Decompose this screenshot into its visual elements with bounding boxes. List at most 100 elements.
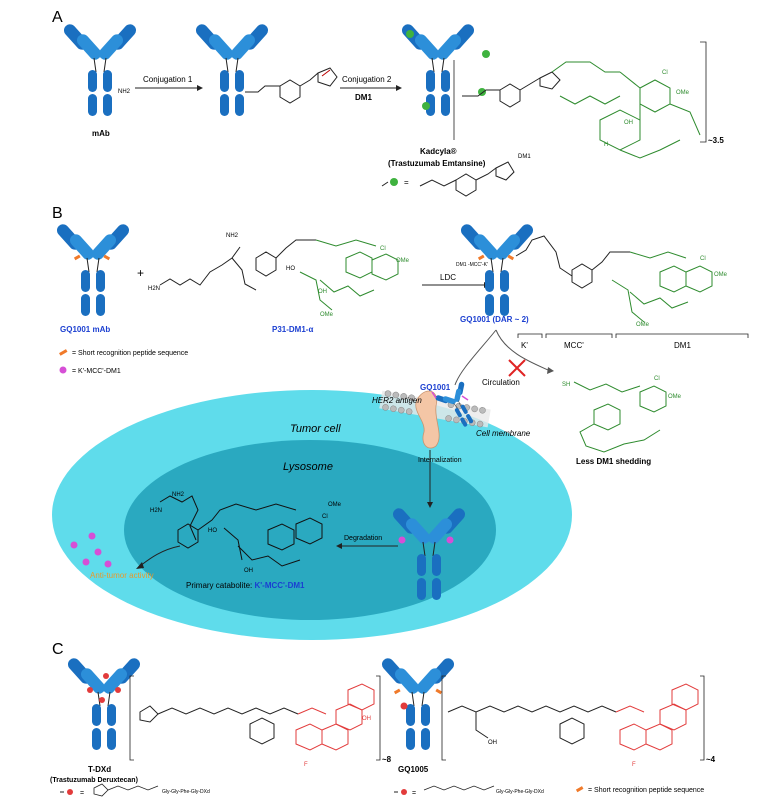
- released-catabolite-dot: [70, 541, 78, 549]
- dm1-payload-dot: [482, 50, 490, 58]
- panel-b-letter: B: [52, 205, 63, 222]
- cl-label: Cl: [700, 256, 706, 262]
- tdxd-structure: [139, 683, 375, 751]
- gq1001-label: GQ1001: [420, 383, 451, 392]
- legend-tdxd-peptide: Gly-Gly-Phe-Gly-DXd: [162, 789, 210, 795]
- oh-label-c: OH: [362, 716, 371, 722]
- lysosome: [124, 440, 496, 620]
- ome-label-3: OMe: [636, 322, 650, 328]
- gq1001-product-label: GQ1001 (DAR ~ 2): [460, 315, 529, 324]
- released-catabolite-dot: [88, 532, 96, 540]
- ome-label-4: OMe: [668, 394, 682, 400]
- ome-label: OMe: [714, 272, 728, 278]
- mcc-linker-structure: [245, 67, 338, 104]
- legend-equals: =: [404, 178, 409, 187]
- her2-label: HER2 antigen: [372, 396, 422, 405]
- ome-label-cat: OMe: [328, 502, 342, 508]
- nh2-label-cat: NH2: [172, 492, 185, 498]
- panel-c-letter: C: [52, 641, 64, 658]
- cl-label: Cl: [380, 246, 386, 252]
- legend-peptide-label: = Short recognition peptide sequence: [72, 350, 188, 357]
- gq1005-label: GQ1005: [398, 765, 429, 774]
- legend-gq1005-peptide: Gly-Gly-Phe-Gly-DXd: [496, 789, 544, 795]
- sh-label: SH: [562, 382, 570, 388]
- dar-gq1005: ~4: [706, 755, 716, 764]
- oh-label-cat: OH: [244, 568, 253, 574]
- oh-label-c2: OH: [488, 740, 497, 746]
- mab-antibody: [61, 21, 139, 117]
- h2n-label-cat: H2N: [150, 508, 162, 514]
- lysosome-label: Lysosome: [283, 461, 333, 473]
- conjugation-2-label: Conjugation 2: [342, 75, 392, 84]
- legend-c-peptide-icon: [575, 786, 584, 793]
- degradation-label: Degradation: [344, 535, 382, 542]
- catabolite-name: K'-MCC'-DM1: [254, 581, 305, 590]
- oh-label: OH: [318, 289, 327, 295]
- legend-linker-structure: [419, 161, 515, 197]
- legend-tdxd-icon: [67, 789, 73, 795]
- tumor-cell-label: Tumor cell: [290, 423, 341, 435]
- legend-peptide-icon: [59, 349, 68, 356]
- legend-gq1005-icon: [401, 789, 407, 795]
- p31-dm1-structure: [159, 239, 399, 311]
- legend-c-peptide-label: = Short recognition peptide sequence: [588, 787, 704, 794]
- cross-icon: [508, 359, 526, 377]
- ldc-label: LDC: [440, 273, 456, 282]
- internalization-label: Internalization: [418, 457, 462, 464]
- dar-kadcyla: ~3.5: [708, 136, 724, 145]
- kadcyla-subtitle: (Trastuzumab Emtansine): [388, 159, 486, 168]
- kadcyla-label: Kadcyla®: [420, 147, 457, 156]
- dm1-payload-dot: [406, 30, 414, 38]
- gq1005-antibody: [379, 655, 457, 751]
- gq1005-structure: [447, 683, 699, 751]
- released-catabolite-dot: [82, 558, 90, 566]
- segment-dm1: DM1: [674, 341, 691, 350]
- h-label: H: [604, 142, 608, 148]
- intermediate-antibody: [193, 21, 271, 117]
- released-catabolite-dot: [104, 560, 112, 568]
- legend-dm1-dot: [390, 178, 398, 186]
- oh-label: OH: [624, 120, 633, 126]
- gq1001-product-antibody: [458, 221, 536, 317]
- ome-label: OMe: [396, 258, 410, 264]
- f-label: F: [304, 762, 308, 768]
- tdxd-label: T-DXd: [88, 765, 111, 774]
- dm1-payload-dot: [422, 102, 430, 110]
- ome-label-2: OMe: [320, 312, 334, 318]
- her2-antigen: [415, 390, 440, 449]
- dm1-mcc-k-small-label: DM1 -MCC'-K': [456, 262, 488, 268]
- gq1001-structure: [515, 235, 713, 323]
- p31-label: P31-DM1-α: [272, 325, 313, 334]
- repeat-bracket: [700, 41, 707, 143]
- released-catabolite-dot: [94, 548, 102, 556]
- cell-membrane-label: Cell membrane: [476, 429, 531, 438]
- ome-label: OMe: [676, 90, 690, 96]
- legend-tdxd-equals: =: [80, 790, 84, 797]
- h2n-label: H2N: [148, 286, 160, 292]
- dm1-reagent-label: DM1: [355, 93, 372, 102]
- free-dm1-structure: [573, 381, 667, 453]
- gq1001-mab-antibody: [54, 221, 132, 317]
- mab-label: mAb: [92, 129, 110, 138]
- legend-gq1005-equals: =: [412, 790, 416, 797]
- tdxd-antibody: [65, 655, 143, 751]
- ho-label-cat: HO: [208, 528, 217, 534]
- cl-label: Cl: [654, 376, 660, 382]
- kadcyla-structure: [462, 61, 701, 159]
- plus-sign: +: [137, 266, 144, 280]
- anti-tumor-label: Anti-tumor activity: [90, 571, 154, 580]
- nh2-label: NH2: [118, 89, 131, 95]
- ho-label: HO: [286, 266, 295, 272]
- segment-k: K': [521, 341, 528, 350]
- legend-linker-icon: [59, 366, 67, 374]
- gq1001-mab-label: GQ1001 mAb: [60, 325, 110, 334]
- f-label-c2: F: [632, 762, 636, 768]
- less-shedding-label: Less DM1 shedding: [576, 457, 651, 466]
- segment-mcc: MCC': [564, 341, 584, 350]
- tdxd-subtitle: (Trastuzumab Deruxtecan): [50, 777, 138, 784]
- conjugation-1-label: Conjugation 1: [143, 75, 193, 84]
- legend-dm1-label: DM1: [518, 154, 531, 160]
- dar-tdxd: ~8: [382, 755, 392, 764]
- cl-label: Cl: [662, 70, 668, 76]
